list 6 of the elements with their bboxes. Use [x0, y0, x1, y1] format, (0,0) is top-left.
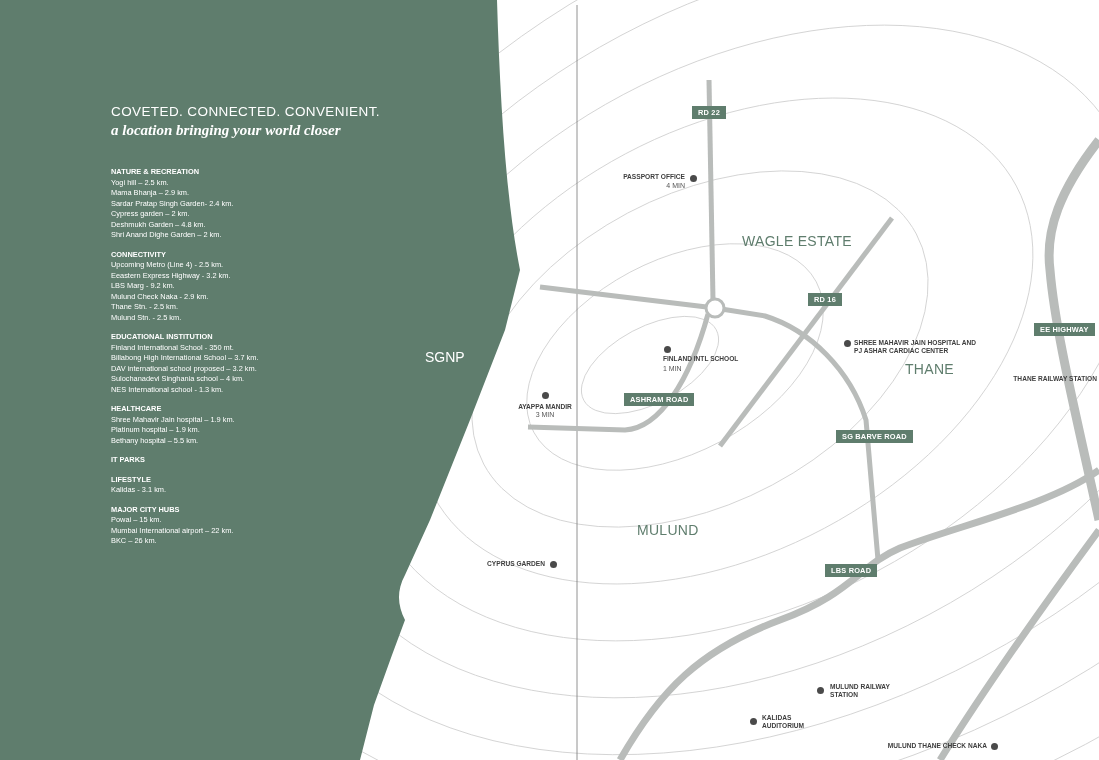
area-name: MULUND — [637, 522, 699, 538]
tagline: a location bringing your world closer — [111, 122, 341, 139]
area-name: SGNP — [425, 349, 465, 365]
area-name: WAGLE ESTATE — [742, 233, 852, 249]
headline: COVETED. CONNECTED. CONVENIENT. — [111, 104, 380, 119]
area-name: THANE — [905, 361, 954, 377]
